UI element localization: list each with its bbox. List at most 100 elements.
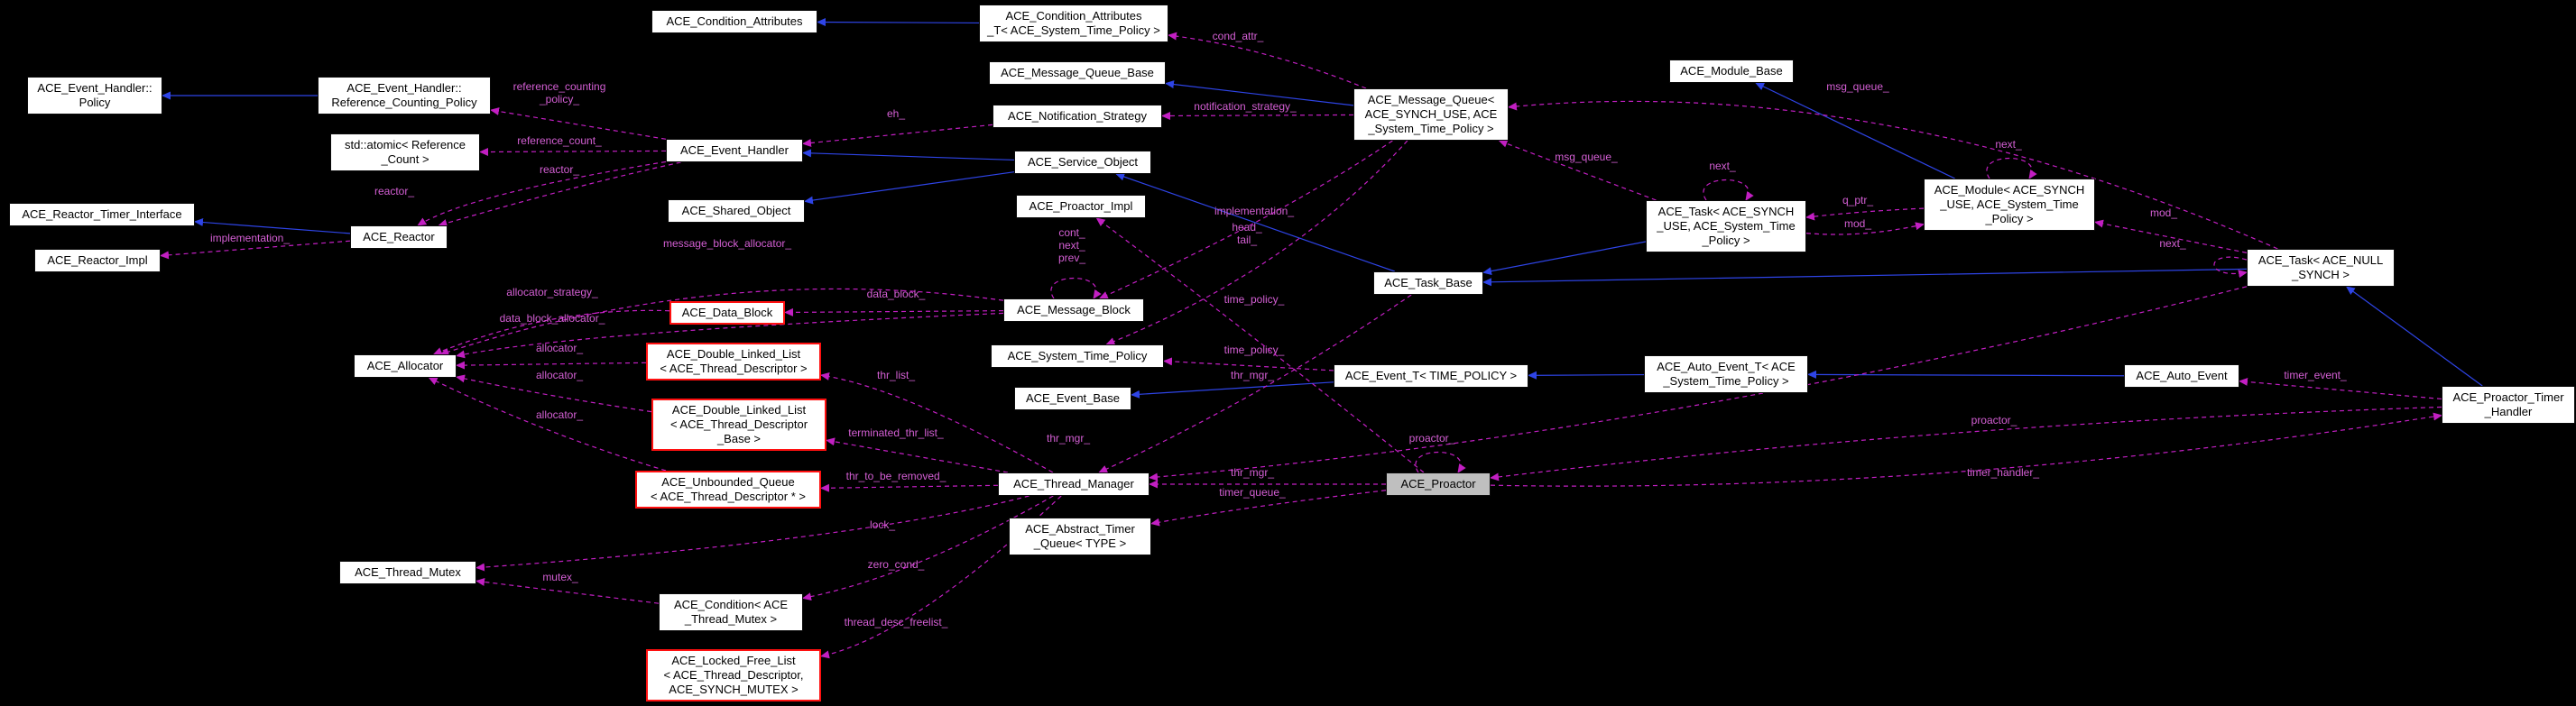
usage-edge-task_base-thread_manager bbox=[1098, 294, 1412, 473]
class-node-auto_event[interactable]: ACE_Auto_Event bbox=[2124, 364, 2239, 388]
usage-edge-dll_td-allocator bbox=[456, 361, 647, 370]
edge-label: time_policy_ bbox=[1224, 344, 1285, 356]
usage-edge-pth-auto_event bbox=[2239, 377, 2442, 400]
class-node-allocator[interactable]: ACE_Allocator bbox=[354, 354, 457, 378]
edge-label: notification_strategy_ bbox=[1194, 100, 1297, 113]
class-node-module_base[interactable]: ACE_Module_Base bbox=[1669, 60, 1794, 83]
usage-edge-message_block-message_block bbox=[1050, 278, 1102, 299]
usage-edge-msg_queue-cond_attrs_t bbox=[1168, 32, 1367, 89]
class-node-event_t[interactable]: ACE_Event_T< TIME_POLICY > bbox=[1334, 364, 1528, 388]
class-node-eh_rcp[interactable]: ACE_Event_Handler::Reference_Counting_Po… bbox=[318, 77, 491, 115]
usage-edge-notif_strategy-event_handler bbox=[802, 124, 993, 147]
edge-label: head_tail_ bbox=[1232, 221, 1262, 246]
inheritance-edge-reactor-reactor_timer_iface bbox=[194, 218, 351, 234]
edge-label: implementation_ bbox=[210, 232, 290, 244]
class-node-task_synch[interactable]: ACE_Task< ACE_SYNCH_USE, ACE_System_Time… bbox=[1646, 200, 1806, 252]
class-node-cond_attrs[interactable]: ACE_Condition_Attributes bbox=[651, 10, 817, 33]
class-node-proactor[interactable]: ACE_Proactor bbox=[1386, 472, 1491, 496]
class-node-auto_event_t[interactable]: ACE_Auto_Event_T< ACE_System_Time_Policy… bbox=[1644, 355, 1808, 393]
class-node-event_base[interactable]: ACE_Event_Base bbox=[1014, 387, 1131, 410]
class-node-label: ACE_Reactor_Impl bbox=[47, 253, 148, 267]
class-node-label: Reference_Counting_Policy bbox=[331, 96, 477, 109]
class-node-module[interactable]: ACE_Module< ACE_SYNCH_USE, ACE_System_Ti… bbox=[1924, 179, 2095, 231]
class-node-reactor[interactable]: ACE_Reactor bbox=[350, 225, 448, 249]
class-node-label: ACE_SYNCH_USE, ACE bbox=[1364, 107, 1498, 121]
inheritance-edge-auto_event-auto_event_t bbox=[1807, 370, 2125, 379]
class-node-lfl[interactable]: ACE_Locked_Free_List< ACE_Thread_Descrip… bbox=[646, 649, 821, 701]
class-node-label: < ACE_Thread_Descriptor > bbox=[660, 362, 808, 375]
edge-label: thr_list_ bbox=[877, 369, 915, 381]
class-node-data_block[interactable]: ACE_Data_Block bbox=[669, 301, 785, 325]
class-node-thread_manager[interactable]: ACE_Thread_Manager bbox=[998, 472, 1150, 496]
class-node-message_block[interactable]: ACE_Message_Block bbox=[1003, 298, 1144, 322]
class-node-label: ACE_Event_Handler:: bbox=[346, 81, 462, 95]
class-node-msg_queue[interactable]: ACE_Message_Queue<ACE_SYNCH_USE, ACE_Sys… bbox=[1353, 88, 1509, 141]
class-node-label: ACE_Module< ACE_SYNCH bbox=[1934, 183, 2085, 197]
class-node-reactor_timer_iface[interactable]: ACE_Reactor_Timer_Interface bbox=[9, 203, 195, 226]
usage-edge-ubq_td-allocator bbox=[428, 377, 667, 472]
usage-edge-pth-proactor bbox=[1490, 406, 2442, 481]
class-node-thread_mutex[interactable]: ACE_Thread_Mutex bbox=[339, 561, 476, 584]
class-node-dll_td[interactable]: ACE_Double_Linked_List< ACE_Thread_Descr… bbox=[646, 343, 821, 381]
edge-label: next_ bbox=[1709, 160, 1736, 172]
class-node-label: < ACE_Thread_Descriptor * > bbox=[651, 490, 806, 503]
class-node-label: ACE_Message_Block bbox=[1017, 303, 1131, 316]
class-node-mq_base[interactable]: ACE_Message_Queue_Base bbox=[989, 61, 1166, 85]
usage-edge-task_null-thread_manager bbox=[1149, 286, 2248, 481]
class-node-task_null[interactable]: ACE_Task< ACE_NULL_SYNCH > bbox=[2247, 249, 2395, 287]
class-node-label: _SYNCH > bbox=[2292, 268, 2350, 281]
class-node-stp[interactable]: ACE_System_Time_Policy bbox=[991, 344, 1164, 368]
usage-edge-cond_tm-thread_mutex bbox=[475, 577, 660, 604]
class-node-notif_strategy[interactable]: ACE_Notification_Strategy bbox=[993, 105, 1162, 128]
usage-edge-msg_queue-stp bbox=[1105, 140, 1408, 345]
usage-edge-event_handler-eh_rcp bbox=[490, 107, 667, 140]
class-node-label: ACE_Condition_Attributes bbox=[666, 14, 803, 28]
class-node-atomic_rc[interactable]: std::atomic< Reference_Count > bbox=[330, 133, 480, 171]
usage-edge-module-module bbox=[1986, 158, 2037, 179]
edge-label: msg_queue_ bbox=[1826, 80, 1889, 93]
edge-label: thread_desc_freelist_ bbox=[845, 616, 948, 628]
class-node-label: _Count > bbox=[381, 152, 429, 166]
class-node-service_object[interactable]: ACE_Service_Object bbox=[1014, 151, 1151, 174]
class-node-event_handler[interactable]: ACE_Event_Handler bbox=[666, 139, 803, 162]
class-node-label: ACE_Message_Queue_Base bbox=[1001, 66, 1154, 79]
class-node-label: ACE_Message_Queue< bbox=[1367, 93, 1495, 106]
edge-label: allocator_ bbox=[536, 369, 583, 381]
class-node-label: ACE_Notification_Strategy bbox=[1008, 109, 1147, 123]
class-node-cond_attrs_t[interactable]: ACE_Condition_Attributes_T< ACE_System_T… bbox=[979, 5, 1168, 42]
class-node-reactor_impl[interactable]: ACE_Reactor_Impl bbox=[34, 249, 161, 272]
class-node-label: _System_Time_Policy > bbox=[1368, 122, 1494, 135]
usage-edge-task_null-msg_queue bbox=[1508, 100, 2278, 250]
inheritance-edge-service_object-shared_object bbox=[804, 171, 1015, 205]
class-node-label: ACE_Event_T< TIME_POLICY > bbox=[1344, 369, 1518, 382]
usage-edge-task_synch-msg_queue bbox=[1498, 140, 1657, 201]
class-node-dll_tdb[interactable]: ACE_Double_Linked_List< ACE_Thread_Descr… bbox=[651, 399, 826, 451]
class-node-atq[interactable]: ACE_Abstract_Timer_Queue< TYPE > bbox=[1009, 518, 1151, 555]
usage-edge-thread_manager-dll_td bbox=[820, 371, 1054, 473]
usage-edge-proactor-atq bbox=[1150, 490, 1387, 527]
class-node-shared_object[interactable]: ACE_Shared_Object bbox=[668, 199, 805, 223]
usage-edge-thread_manager-thread_mutex bbox=[475, 495, 1029, 572]
class-node-label: ACE_Locked_Free_List bbox=[671, 654, 796, 667]
usage-edge-event_t-stp bbox=[1163, 357, 1334, 371]
class-node-task_base[interactable]: ACE_Task_Base bbox=[1373, 271, 1483, 295]
class-node-label: _Thread_Mutex > bbox=[684, 612, 778, 626]
usage-edge-task_synch-task_synch bbox=[1703, 179, 1754, 201]
edge-label: reference_count_ bbox=[517, 134, 602, 147]
class-node-label: ACE_Unbounded_Queue bbox=[661, 475, 795, 489]
inheritance-edge-module-module_base bbox=[1755, 82, 1955, 179]
usage-edge-msg_queue-message_block bbox=[1098, 140, 1393, 299]
class-node-pth[interactable]: ACE_Proactor_Timer_Handler bbox=[2442, 386, 2575, 424]
class-node-proactor_impl[interactable]: ACE_Proactor_Impl bbox=[1016, 195, 1146, 218]
class-node-eh_policy[interactable]: ACE_Event_Handler::Policy bbox=[27, 77, 162, 115]
edge-label: proactor_ bbox=[1971, 414, 2017, 426]
class-node-cond_tm[interactable]: ACE_Condition< ACE_Thread_Mutex > bbox=[659, 593, 803, 631]
edge-label: timer_event_ bbox=[2284, 369, 2347, 381]
class-node-label: ACE_Abstract_Timer bbox=[1025, 522, 1135, 536]
edge-label: thr_mgr_ bbox=[1231, 466, 1274, 479]
class-node-label: _Policy > bbox=[1702, 234, 1750, 247]
edge-label: message_block_allocator_ bbox=[663, 237, 791, 250]
class-node-ubq_td[interactable]: ACE_Unbounded_Queue< ACE_Thread_Descript… bbox=[635, 471, 821, 509]
